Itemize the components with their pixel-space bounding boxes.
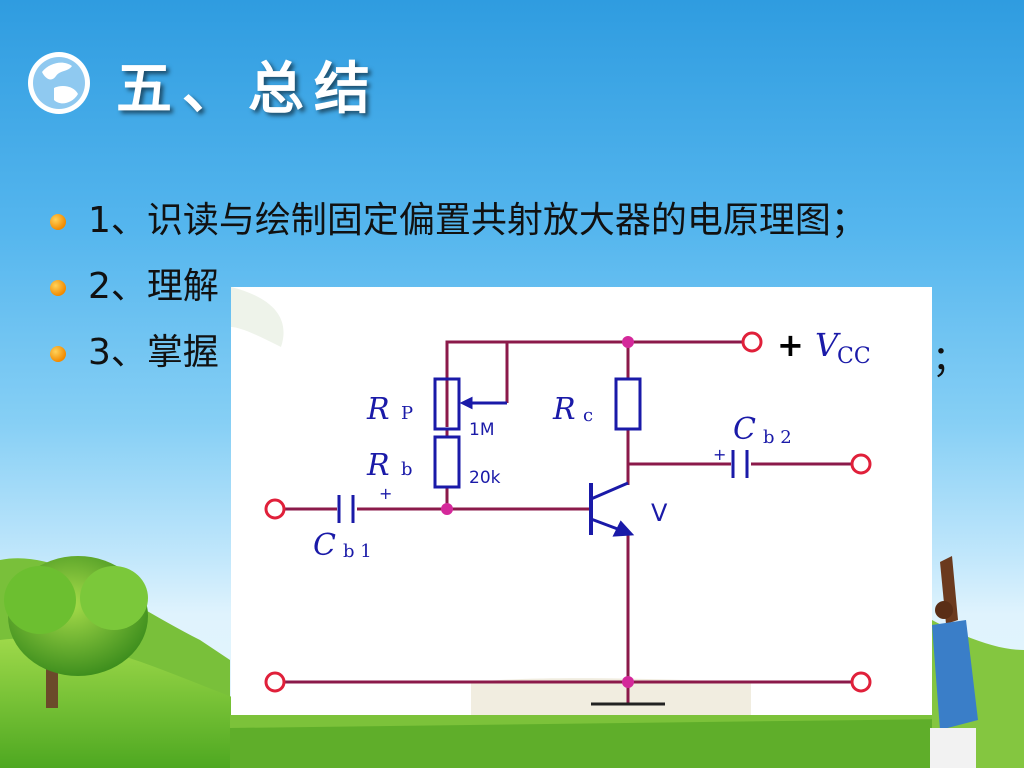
label-rc-sub: c — [583, 405, 593, 426]
terminal-ground-left — [264, 671, 286, 693]
resistor-rb — [433, 435, 461, 489]
label-rp-sub: P — [401, 403, 413, 424]
transistor-emitter-arrow — [612, 520, 635, 537]
label-rp-value: 1M — [469, 420, 494, 440]
person-figure — [930, 556, 978, 768]
circuit-diagram-panel: R P 1M R b 20k R c + C b 1 + C b 2 V + V… — [231, 287, 932, 715]
wire-top-rail — [445, 340, 751, 427]
bullet-item-1: 1、识读与绘制固定偏置共射放大器的电原理图； — [48, 198, 968, 244]
terminal-output — [850, 453, 872, 475]
label-vcc-plus: + — [777, 326, 804, 364]
bullet-item-3: 3、掌握 — [48, 330, 968, 376]
wiper-arrow — [459, 396, 473, 410]
terminal-input — [264, 498, 286, 520]
bullet-text: 1、识读与绘制固定偏置共射放大器的电原理图； — [88, 200, 867, 241]
bullet-dot-icon — [50, 280, 66, 296]
bullet-item-2: 2、理解 — [48, 264, 968, 310]
label-cb2: C — [733, 412, 756, 447]
panel-foliage — [231, 287, 284, 347]
bullet-dot-icon — [50, 214, 66, 230]
label-cb2-sub: b 2 — [763, 427, 792, 448]
resistor-rc — [614, 377, 642, 431]
globe-icon — [28, 52, 90, 114]
label-cb1-sub: b 1 — [343, 541, 372, 562]
label-cb1: C — [313, 528, 336, 563]
label-vcc: V — [815, 326, 841, 364]
panel-ground — [471, 678, 751, 715]
terminals — [264, 331, 872, 693]
slide-title: 五、总结 — [116, 56, 380, 122]
label-transistor: V — [651, 499, 668, 527]
label-rb: R — [366, 448, 390, 483]
circuit-diagram: R P 1M R b 20k R c + C b 1 + C b 2 V + V… — [231, 287, 872, 715]
trailing-punctuation: ； — [932, 339, 969, 380]
grass-front — [230, 718, 1024, 768]
terminal-vcc — [741, 331, 763, 353]
label-vcc-sub: CC — [837, 344, 871, 369]
tree-canopy-right — [80, 566, 148, 630]
resistor-rp — [433, 377, 461, 431]
junction-nodes — [441, 336, 634, 688]
terminal-ground-right — [850, 671, 872, 693]
tree-canopy-left — [4, 566, 76, 634]
components — [337, 377, 749, 537]
label-cb2-plus: + — [713, 445, 726, 464]
label-rb-value: 20k — [469, 468, 501, 488]
label-rb-sub: b — [401, 459, 413, 480]
label-rc: R — [552, 392, 576, 427]
bullet-dot-icon — [50, 346, 66, 362]
bullet-list: 1、识读与绘制固定偏置共射放大器的电原理图； 2、理解 3、掌握 — [48, 198, 968, 396]
wires — [281, 340, 851, 704]
bullet-text: 3、掌握 — [88, 332, 219, 373]
bullet-text: 2、理解 — [88, 266, 219, 307]
label-cb1-plus: + — [379, 484, 392, 503]
transistor-collector-lead — [590, 481, 629, 501]
label-rp: R — [366, 392, 390, 427]
